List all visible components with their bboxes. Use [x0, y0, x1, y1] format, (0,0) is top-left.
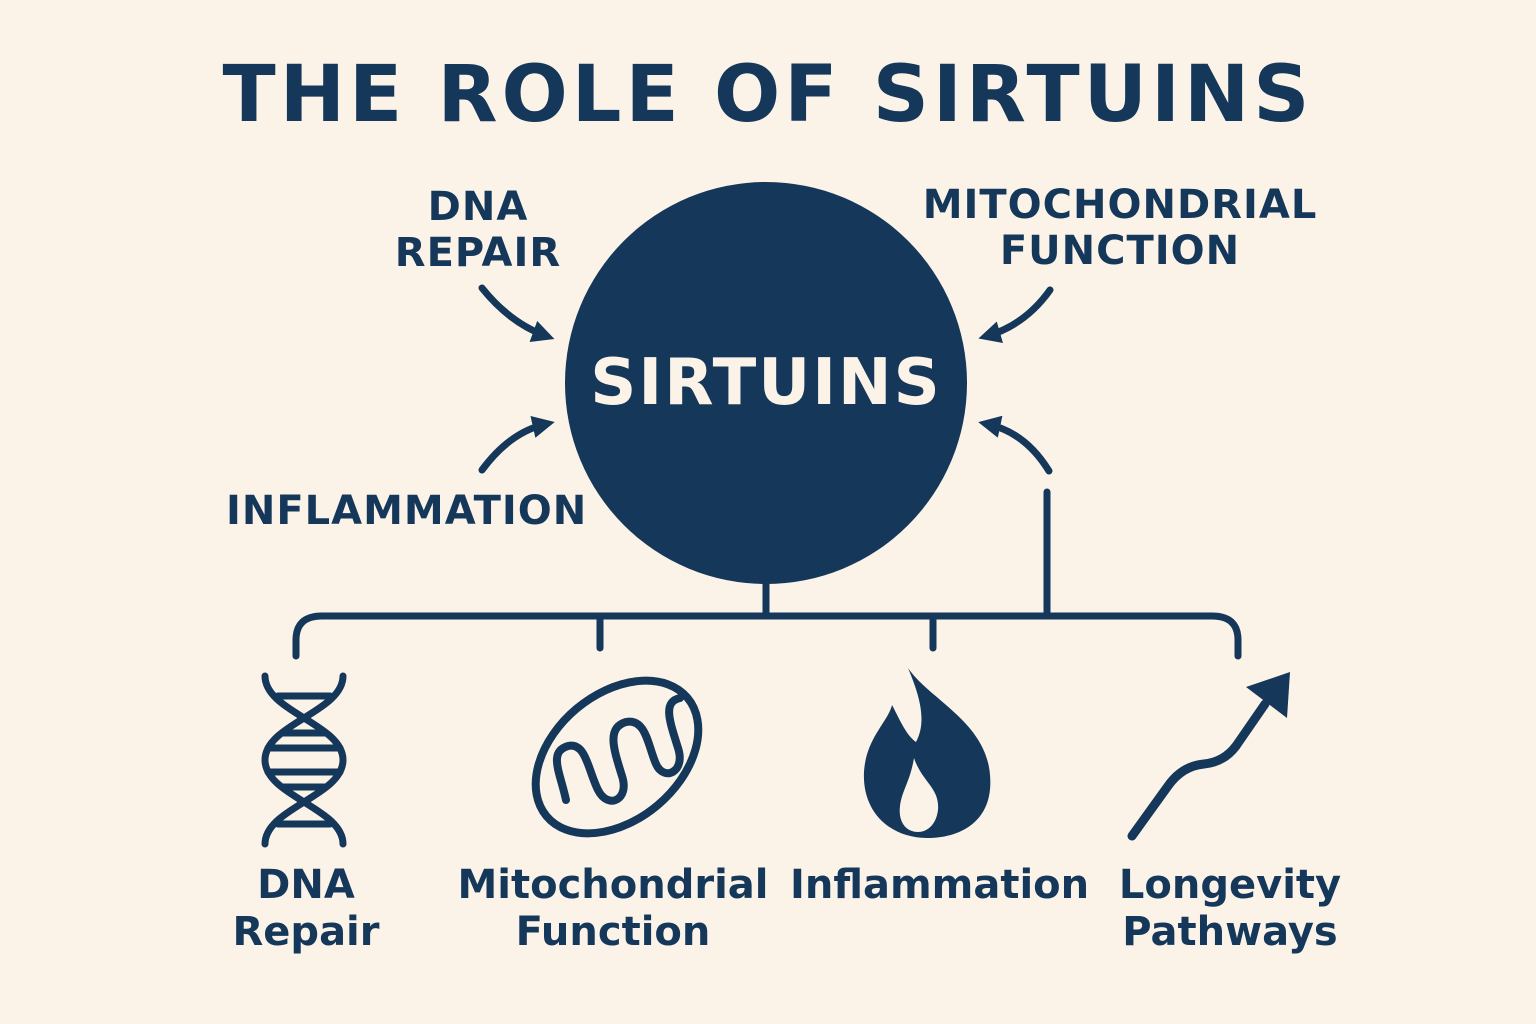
arrow-mitochondrial-to-sirtuins	[978, 286, 1054, 344]
output-label-inflammation: Inflammation	[790, 862, 1090, 908]
center-label-sirtuins: SIRTUINS	[590, 346, 942, 420]
arrow-feedback-to-sirtuins	[978, 415, 1053, 475]
output-label-dna-repair: DNA Repair	[232, 862, 380, 955]
diagram-title: THE ROLE OF SIRTUINS	[222, 50, 1314, 140]
input-label-dna-repair: DNA REPAIR	[394, 184, 562, 276]
input-label-inflammation: INFLAMMATION	[226, 488, 588, 534]
arrow-inflammation-to-sirtuins	[478, 415, 555, 474]
output-label-mitochondrial-function: Mitochondrial Function	[457, 862, 769, 955]
flame-icon	[863, 668, 991, 838]
input-label-mitochondrial-function: MITOCHONDRIAL FUNCTION	[922, 182, 1318, 274]
mitochondrion-icon	[531, 676, 703, 838]
branch-connector	[292, 488, 1242, 660]
trend-up-arrow-icon	[1127, 672, 1290, 841]
dna-helix-icon	[261, 672, 347, 848]
arrow-dna-repair-to-sirtuins	[478, 284, 555, 342]
sirtuins-circle	[565, 182, 967, 584]
output-label-longevity-pathways: Longevity Pathways	[1118, 862, 1342, 955]
